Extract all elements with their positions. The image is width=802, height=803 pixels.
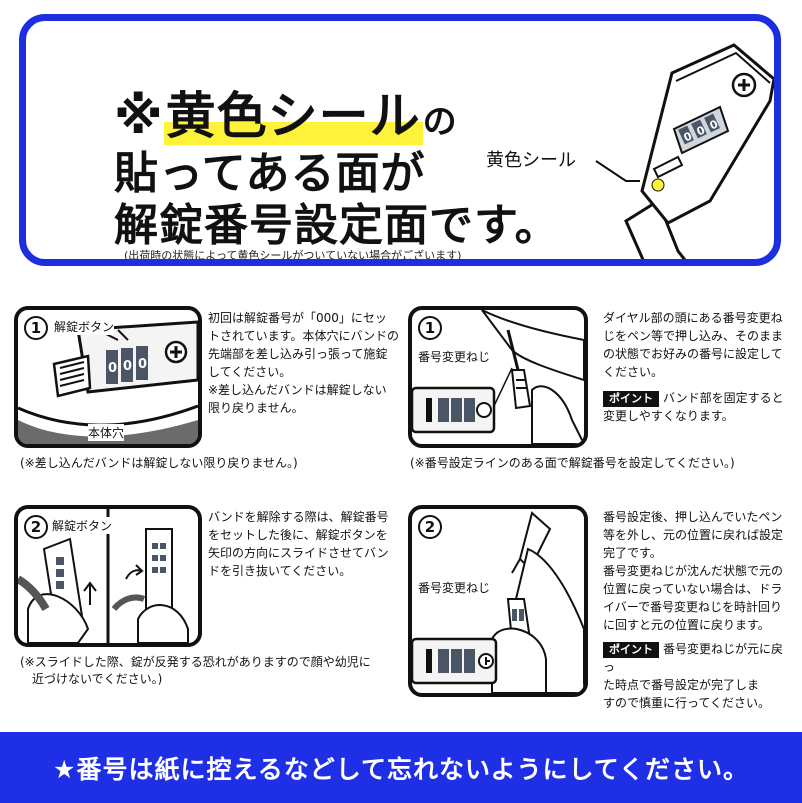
number-change-screw-label-2: 番号変更ねじ [418, 579, 491, 596]
hero-panel: ※黄色シールの 貼ってある面が 解錠番号設定面です。 (出荷時の状態によって黄色… [19, 14, 781, 266]
step1-right-point: ポイントバンド部を固定すると [603, 389, 793, 407]
step2-right-panel: 2 番号変更ねじ [408, 505, 588, 697]
step2-right-line: 番号設定後、押し込んでいたペン [603, 510, 783, 524]
step-number-2b: 2 [418, 515, 442, 539]
hero-note: (出荷時の状態によって黄色シールがついていない場合がございます) [124, 249, 462, 262]
step1-left-line: 先端部を差し込み引っ張って施錠 [208, 347, 388, 361]
hero-particle: の [422, 102, 458, 142]
number-change-screw-label: 番号変更ねじ [418, 348, 491, 365]
point-text: バンド部を固定すると [663, 391, 784, 405]
footer-banner: ★番号は紙に控えるなどして忘れないようにしてください。 [0, 732, 802, 803]
step2-right-line: 完了です。 [603, 546, 662, 560]
point-text: すので慎重に行ってください。 [603, 696, 771, 710]
step-number-1b: 1 [418, 316, 442, 340]
step-number-2: 2 [24, 515, 48, 539]
step2-left-panel: 2 解錠ボタン [14, 505, 202, 647]
step1-left-text: 初回は解錠番号が「000」にセッ トされています。本体穴にバンドの 先端部を差し… [208, 309, 404, 417]
step1-dial-1: 0 [108, 361, 117, 376]
step2-left-line: ドを引き抜いてください。 [208, 564, 352, 578]
step2-left-text: バンドを解除する際は、解錠番号 をセットした後に、解錠ボタンを 矢印の方向にスラ… [208, 508, 404, 580]
point-badge: ポイント [603, 391, 659, 407]
step1-left-panel: 0 0 0 1 解錠ボタン 本体穴 [14, 306, 202, 448]
point-text: た時点で番号設定が完了しま [603, 678, 760, 692]
step1-right-line: ダイヤル部の頭にある番号変更ね [603, 311, 783, 325]
step1-left-line: トされています。本体穴にバンドの [208, 329, 400, 343]
step1-left-line: 限り戻りません。 [208, 401, 304, 415]
unlock-button-label: 解錠ボタン [54, 318, 115, 335]
step1-right-note: (※番号設定ラインのある面で解錠番号を設定してください。) [410, 456, 735, 470]
step2-right-line: に回すと元の位置に戻ります。 [603, 618, 770, 632]
reference-mark: ※ [114, 87, 164, 145]
step1-right-line: じをペン等で押し込み、そのまま [603, 329, 784, 343]
lock-body-illustration-icon: 0 0 0 [18, 320, 198, 444]
step1-dial-2: 0 [123, 359, 132, 374]
step2-right-line: 番号変更ねじが沈んだ状態で元の [603, 564, 784, 578]
unlock-button-label-2: 解錠ボタン [52, 517, 113, 534]
step1-right-panel: 1 番号変更ねじ [408, 306, 588, 448]
sticker-callout-label: 黄色シール [486, 150, 576, 171]
step1-right-line: の状態でお好みの番号に設定して [603, 347, 783, 361]
hero-headline-3: 解錠番号設定面です。 [114, 200, 560, 251]
step1-right-line: ください。 [603, 365, 664, 379]
step2-left-note-1: (※スライドした際、錠が反発する恐れがありますので顔や幼児に [20, 655, 371, 669]
point-text: 変更しやすくなります。 [603, 409, 734, 423]
step2-left-note-2: 近づけないでください。) [32, 672, 163, 686]
pen-removed-illustration-icon [412, 511, 584, 693]
step2-right-line: 位置に戻っていない場合は、ドラ [603, 582, 783, 596]
yellow-highlight-text: 黄色シール [163, 87, 423, 145]
step1-left-note: (※差し込んだバンドは解錠しない限り戻りません。) [20, 456, 298, 470]
step-number-1: 1 [24, 316, 48, 340]
point-text: 番号変更ねじが元に戻っ [603, 642, 784, 674]
step2-right-line: イバーで番号変更ねじを時計回り [603, 600, 783, 614]
lock-illustration-icon: 0 0 0 [595, 43, 774, 259]
step2-left-line: バンドを解除する際は、解錠番号 [208, 510, 389, 524]
step2-right-line: 等を外し、元の位置に戻れば設定 [603, 528, 784, 542]
step2-left-line: をセットした後に、解錠ボタンを [208, 528, 388, 542]
step1-dial-3: 0 [138, 357, 147, 372]
footer-text: ★番号は紙に控えるなどして忘れないようにしてください。 [53, 754, 749, 784]
point-badge-2: ポイント [603, 642, 659, 658]
hero-headline-2: 貼ってある面が [114, 148, 426, 199]
step1-right-text: ダイヤル部の頭にある番号変更ね じをペン等で押し込み、そのまま の状態でお好みの… [603, 309, 793, 425]
step1-left-line: してください。 [208, 365, 292, 379]
body-hole-label: 本体穴 [88, 424, 125, 441]
pen-pressing-screw-illustration-icon [412, 310, 584, 444]
hero-headline-1: ※黄色シールの [114, 76, 458, 148]
step1-left-line: 初回は解錠番号が「000」にセッ [208, 311, 387, 325]
step2-right-point: ポイント番号変更ねじが元に戻っ [603, 640, 793, 676]
step2-right-text: 番号設定後、押し込んでいたペン 等を外し、元の位置に戻れば設定 完了です。 番号… [603, 508, 793, 712]
step1-left-line: ※差し込んだバンドは解錠しない [208, 383, 387, 397]
step2-left-line: 矢印の方向にスライドさせてバン [208, 546, 389, 560]
